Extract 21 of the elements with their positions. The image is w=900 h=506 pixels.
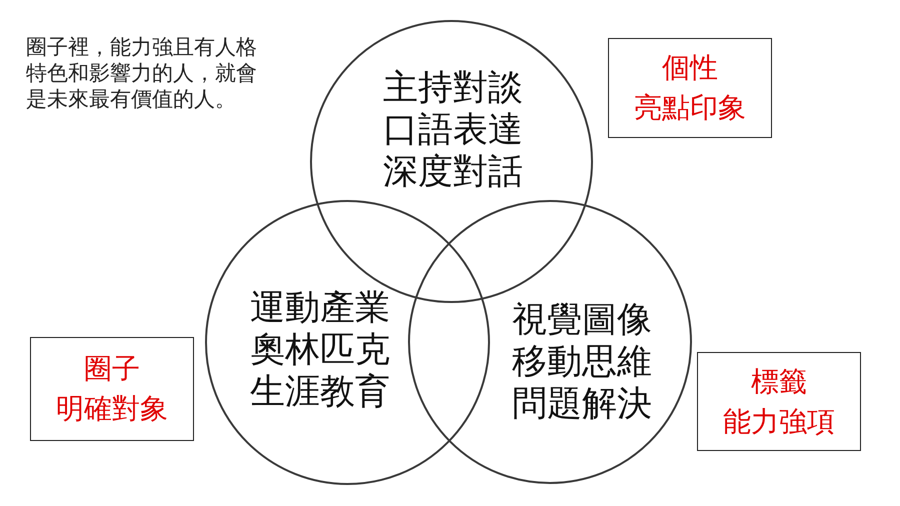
topic-text: 生涯教育	[250, 371, 390, 413]
topic-text: 口語表達	[383, 109, 523, 151]
label-box	[30, 337, 194, 441]
topic-text: 奧林匹克	[250, 329, 390, 371]
topic-text: 移動思維	[512, 341, 652, 383]
label-box	[608, 38, 772, 138]
topic-circle	[205, 200, 490, 485]
box-text: 亮點印象	[634, 90, 746, 126]
topic-text: 深度對話	[383, 151, 523, 193]
box-text: 圈子	[84, 351, 140, 387]
topic-circle	[408, 200, 692, 484]
box-text: 明確對象	[56, 391, 168, 427]
topic-text: 視覺圖像	[512, 299, 652, 341]
topic-text: 問題解決	[512, 383, 652, 425]
box-text: 能力強項	[723, 404, 835, 440]
box-text: 標籤	[751, 364, 807, 400]
label-box	[697, 352, 861, 451]
topic-text: 主持對談	[383, 67, 523, 109]
note-text: 圈子裡，能力強且有人格特色和影響力的人，就會是未來最有價值的人。	[26, 34, 258, 112]
topic-text: 運動產業	[250, 287, 390, 329]
box-text: 個性	[662, 50, 718, 86]
